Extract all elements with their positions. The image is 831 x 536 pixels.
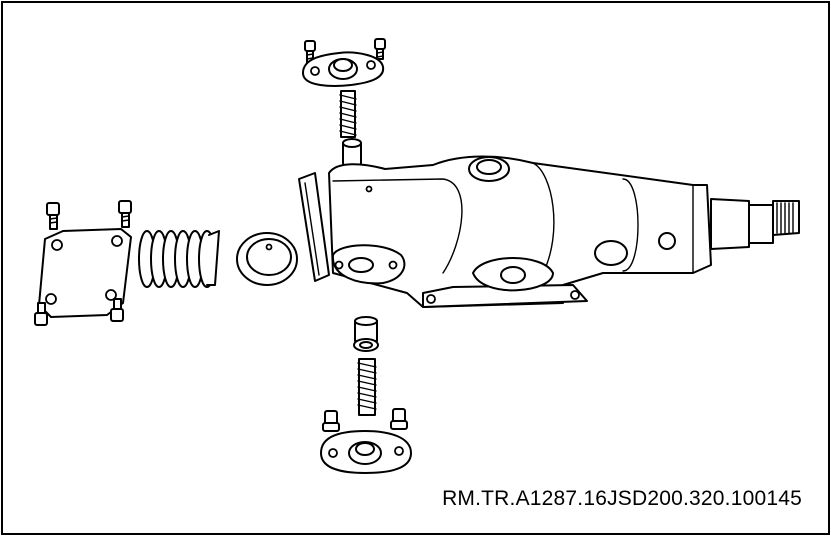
figure-reference-code: RM.TR.A1287.16JSD200.320.100145 [442,487,802,510]
rear-cover-bolt-lower-left [34,302,48,326]
gasket [298,172,330,282]
top-detent-spring [339,90,357,138]
rear-cover-bolt-upper-left [46,202,60,230]
rear-cover-bolt-upper-right [118,200,132,228]
rear-cover-plate [38,228,132,318]
bottom-detent-spring [357,358,377,416]
output-shaft [710,198,800,250]
top-cover-plate [302,51,385,87]
bottom-cover-plate [320,430,412,474]
exploded-view-drawing [34,38,800,474]
large-coil-spring [138,230,220,288]
bottom-cover-bolt-right [390,408,408,430]
top-detent-plunger [342,138,362,169]
housing-side-flange [331,244,406,285]
top-cover-bolt-right [374,38,386,60]
spring-retainer-cup [236,232,298,286]
housing-bottom-flange [422,257,588,308]
bottom-detent-plunger [353,316,379,352]
bottom-cover-bolt-left [322,410,340,432]
transfer-case-housing [328,155,712,308]
rear-cover-bolt-lower-right [110,298,124,322]
